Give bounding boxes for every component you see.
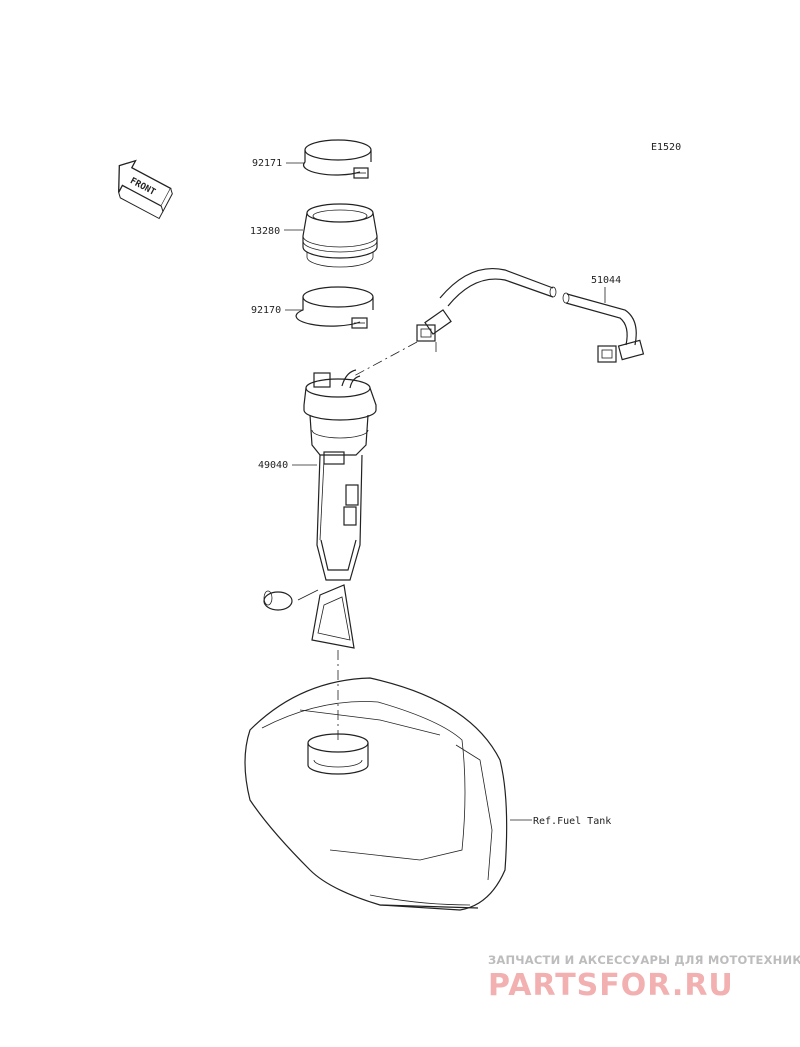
fuel-pump-49040 xyxy=(263,369,377,649)
part-label-92171: 92171 xyxy=(252,158,282,169)
front-arrow-icon: FRONT xyxy=(118,159,173,220)
reference-label: Ref.Fuel Tank xyxy=(533,816,611,827)
gasket-13280 xyxy=(302,203,378,268)
fuel-tank xyxy=(244,677,508,911)
connection-line xyxy=(351,341,418,378)
clamp-92171 xyxy=(302,139,372,179)
watermark-tagline: ЗАПЧАСТИ И АКСЕССУАРЫ ДЛЯ МОТОТЕХНИКИ xyxy=(488,953,800,967)
part-label-13280: 13280 xyxy=(250,226,280,237)
part-label-49040: 49040 xyxy=(258,460,288,471)
diagram-code: E1520 xyxy=(651,142,681,153)
watermark-brand: PARTSFOR.RU xyxy=(488,968,734,1003)
hose-51044 xyxy=(416,268,645,363)
clamp-92170 xyxy=(295,286,374,329)
part-label-92170: 92170 xyxy=(251,305,281,316)
part-label-51044: 51044 xyxy=(591,275,621,286)
